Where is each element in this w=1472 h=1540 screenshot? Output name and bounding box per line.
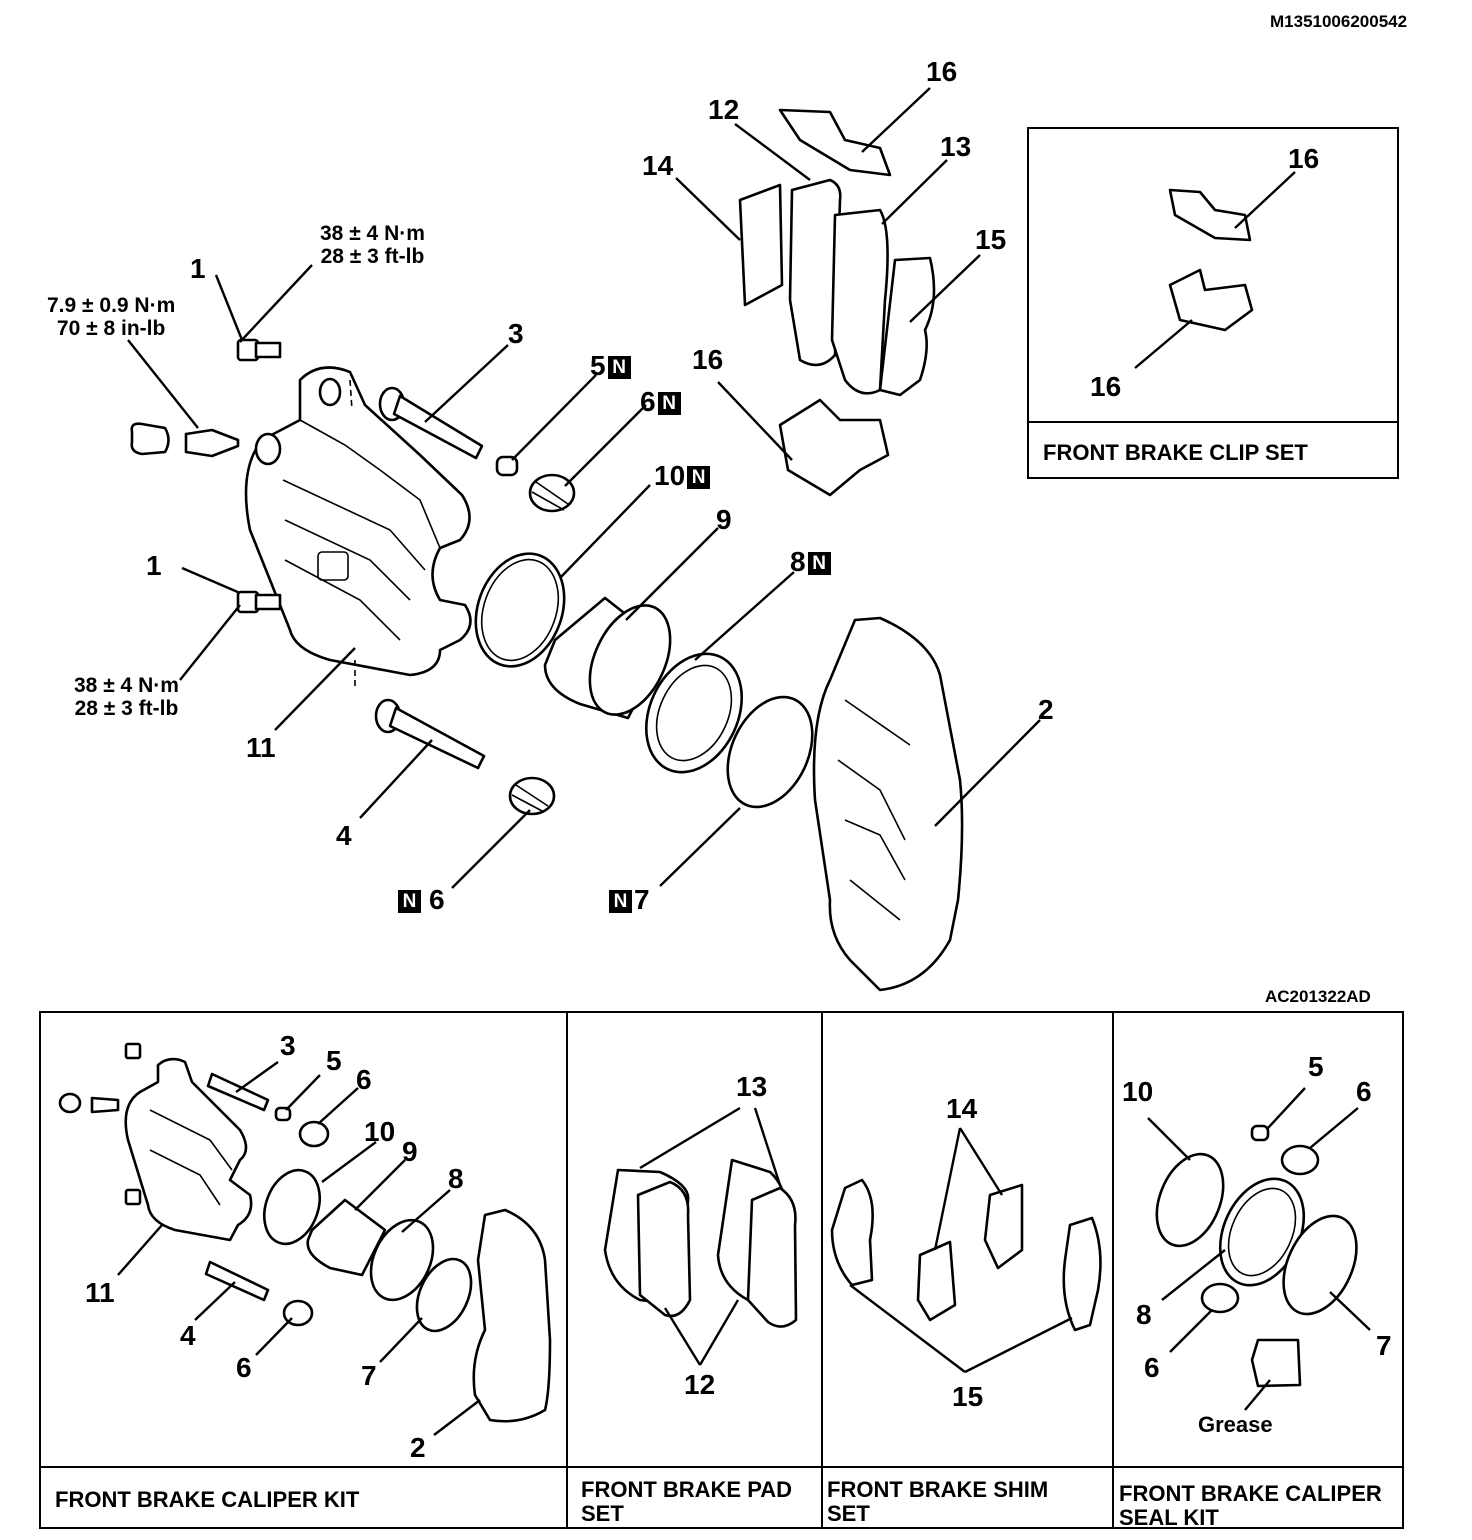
caliper-bracket-drawing bbox=[812, 616, 964, 992]
caliper-kit-label-6-upper: 6 bbox=[356, 1064, 372, 1095]
shim-set-label-14: 14 bbox=[946, 1093, 978, 1124]
boot-drawing bbox=[495, 455, 576, 816]
part-label-7-number: 7 bbox=[634, 884, 650, 915]
part-label-1-upper: 1 bbox=[190, 253, 206, 284]
document-code: M1351006200542 bbox=[1270, 12, 1408, 31]
caliper-kit-label-3: 3 bbox=[280, 1030, 296, 1061]
seal-kit-title-line2: SEAL KIT bbox=[1119, 1505, 1219, 1530]
seal-kit-label-8: 8 bbox=[1136, 1299, 1152, 1330]
torque-bleeder-nm: 7.9 ± 0.9 N·m bbox=[47, 294, 176, 317]
part-label-14: 14 bbox=[642, 150, 674, 181]
part-label-6-number: 6 bbox=[429, 884, 445, 915]
seal-kit-label-5: 5 bbox=[1308, 1051, 1324, 1082]
torque-bleeder: 7.9 ± 0.9 N·m 70 ± 8 in-lb bbox=[47, 294, 175, 340]
caliper-kit-drawing bbox=[58, 1042, 552, 1436]
part-label-10-number: 10 bbox=[654, 460, 686, 491]
clip-set-label-16-upper: 16 bbox=[1288, 143, 1320, 174]
grease-label: Grease bbox=[1198, 1412, 1273, 1437]
caliper-kit-label-6-lower: 6 bbox=[236, 1352, 252, 1383]
part-label-16-lower: 16 bbox=[692, 344, 724, 375]
pad-set-label-13: 13 bbox=[736, 1071, 768, 1102]
kits-title-divider bbox=[41, 1466, 1402, 1468]
seal-kit-label-7: 7 bbox=[1376, 1330, 1392, 1361]
figure-code: AC201322AD bbox=[1265, 987, 1371, 1006]
part-label-6-number: 6 bbox=[640, 386, 656, 417]
part-label-15: 15 bbox=[975, 224, 1007, 255]
shim-set-label-15: 15 bbox=[952, 1381, 984, 1412]
clip-set-divider bbox=[1029, 421, 1397, 423]
clip-set-title: FRONT BRAKE CLIP SET bbox=[1043, 440, 1308, 465]
kit-divider-2 bbox=[821, 1013, 823, 1527]
leader-lines bbox=[127, 87, 1296, 889]
clip-set-label-16-lower: 16 bbox=[1090, 371, 1122, 402]
seal-kit-label-10: 10 bbox=[1122, 1076, 1154, 1107]
torque-bolt-lower: 38 ± 4 N·m 28 ± 3 ft-lb bbox=[74, 674, 179, 720]
pad-set-label-12: 12 bbox=[684, 1369, 716, 1400]
shim-set-drawing bbox=[830, 1127, 1102, 1374]
clip-set-panel: FRONT BRAKE CLIP SET bbox=[1027, 127, 1399, 479]
caliper-kit-label-5: 5 bbox=[326, 1045, 342, 1076]
caliper-kit-label-8: 8 bbox=[448, 1163, 464, 1194]
torque-bolt-upper-ft: 28 ± 3 ft-lb bbox=[320, 245, 425, 268]
kit-divider-3 bbox=[1112, 1013, 1114, 1527]
bleeder-screw-drawing bbox=[130, 422, 240, 458]
pad-set-title: FRONT BRAKE PAD SET bbox=[581, 1478, 792, 1526]
kit-divider-1 bbox=[566, 1013, 568, 1527]
new-part-mark: N bbox=[687, 466, 711, 489]
guide-pin-drawing bbox=[374, 386, 486, 770]
part-label-2: 2 bbox=[1038, 694, 1054, 725]
new-part-mark: N bbox=[807, 552, 831, 575]
part-label-1-lower: 1 bbox=[146, 550, 162, 581]
part-label-12: 12 bbox=[708, 94, 740, 125]
caliper-kit-label-2: 2 bbox=[410, 1432, 426, 1463]
shim-set-title-line1: FRONT BRAKE SHIM bbox=[827, 1477, 1049, 1502]
part-label-4: 4 bbox=[336, 820, 352, 851]
part-label-5-number: 5 bbox=[590, 350, 606, 381]
new-part-mark: N bbox=[398, 890, 421, 913]
new-part-mark: N bbox=[607, 356, 631, 379]
pad-set-title-line2: SET bbox=[581, 1501, 624, 1526]
caliper-kit-title: FRONT BRAKE CALIPER KIT bbox=[55, 1487, 360, 1512]
caliper-kit-label-4: 4 bbox=[180, 1320, 196, 1351]
part-label-8-number: 8 bbox=[790, 546, 806, 577]
caliper-kit-label-10: 10 bbox=[364, 1116, 396, 1147]
new-part-mark: N bbox=[657, 392, 681, 415]
seal-kit-drawing bbox=[1147, 1087, 1371, 1411]
part-label-3: 3 bbox=[508, 318, 524, 349]
seal-kit-title: FRONT BRAKE CALIPER SEAL KIT bbox=[1119, 1482, 1382, 1530]
part-label-9: 9 bbox=[716, 504, 732, 535]
caliper-kit-label-11: 11 bbox=[85, 1277, 115, 1308]
seal-kit-label-6-lower: 6 bbox=[1144, 1352, 1160, 1383]
pad-set-title-line1: FRONT BRAKE PAD bbox=[581, 1477, 793, 1502]
torque-bleeder-inlb: 70 ± 8 in-lb bbox=[56, 317, 166, 340]
seal-kit-title-line1: FRONT BRAKE CALIPER bbox=[1119, 1481, 1382, 1506]
part-label-13: 13 bbox=[940, 131, 972, 162]
torque-bolt-upper-nm: 38 ± 4 N·m bbox=[320, 222, 425, 245]
part-label-16-upper: 16 bbox=[926, 56, 958, 87]
piston-seal-drawing bbox=[474, 552, 814, 809]
bolt-drawing bbox=[236, 338, 282, 614]
caliper-kit-label-9: 9 bbox=[402, 1136, 418, 1167]
torque-bolt-lower-ft: 28 ± 3 ft-lb bbox=[74, 697, 179, 720]
seal-kit-label-6-upper: 6 bbox=[1356, 1076, 1372, 1107]
torque-bolt-upper: 38 ± 4 N·m 28 ± 3 ft-lb bbox=[320, 222, 425, 268]
torque-bolt-lower-nm: 38 ± 4 N·m bbox=[74, 674, 179, 697]
shim-set-title: FRONT BRAKE SHIM SET bbox=[827, 1478, 1048, 1526]
caliper-body-drawing bbox=[244, 366, 472, 690]
caliper-kit-label-7: 7 bbox=[361, 1360, 377, 1391]
pad-set-drawing bbox=[603, 1106, 798, 1366]
kits-frame: FRONT BRAKE CALIPER KIT FRONT BRAKE PAD … bbox=[39, 1011, 1404, 1530]
shim-set-title-line2: SET bbox=[827, 1501, 870, 1526]
brake-pad-drawing bbox=[738, 108, 1254, 497]
new-part-mark: N bbox=[609, 890, 632, 913]
part-label-11: 11 bbox=[246, 732, 276, 763]
